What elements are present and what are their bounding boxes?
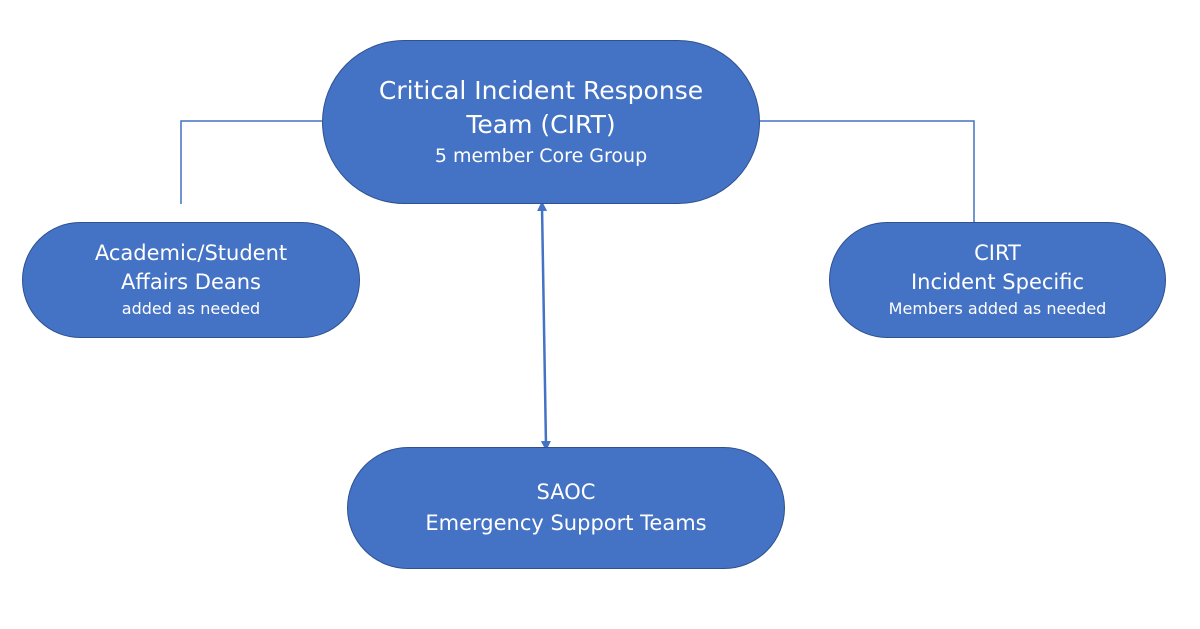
node-deans-title-line2: Affairs Deans — [121, 270, 261, 294]
node-saoc-support-teams: SAOC Emergency Support Teams — [347, 447, 785, 569]
node-specific-subtitle: Members added as needed — [888, 299, 1107, 318]
connector-cirt-saoc-double-arrow — [537, 201, 551, 451]
node-deans-title-line1: Academic/Student — [94, 241, 288, 265]
node-cirt-title-line2: Team (CIRT) — [466, 110, 616, 139]
node-saoc-title-line2: Emergency Support Teams — [425, 511, 707, 535]
node-academic-deans: Academic/Student Affairs Deans added as … — [22, 222, 360, 338]
node-specific-title-line2: Incident Specific — [910, 270, 1085, 294]
node-cirt-incident-specific: CIRT Incident Specific Members added as … — [829, 222, 1166, 338]
node-saoc-title-line1: SAOC — [536, 480, 596, 504]
node-specific-title-line1: CIRT — [974, 241, 1021, 265]
connector-cirt-to-deans — [180, 120, 322, 204]
node-cirt-subtitle: 5 member Core Group — [434, 145, 648, 167]
node-cirt-core-team: Critical Incident Response Team (CIRT) 5… — [322, 40, 760, 204]
node-deans-subtitle: added as needed — [121, 299, 261, 318]
node-cirt-title-line1: Critical Incident Response — [378, 76, 704, 105]
connector-cirt-to-specific — [760, 120, 975, 222]
